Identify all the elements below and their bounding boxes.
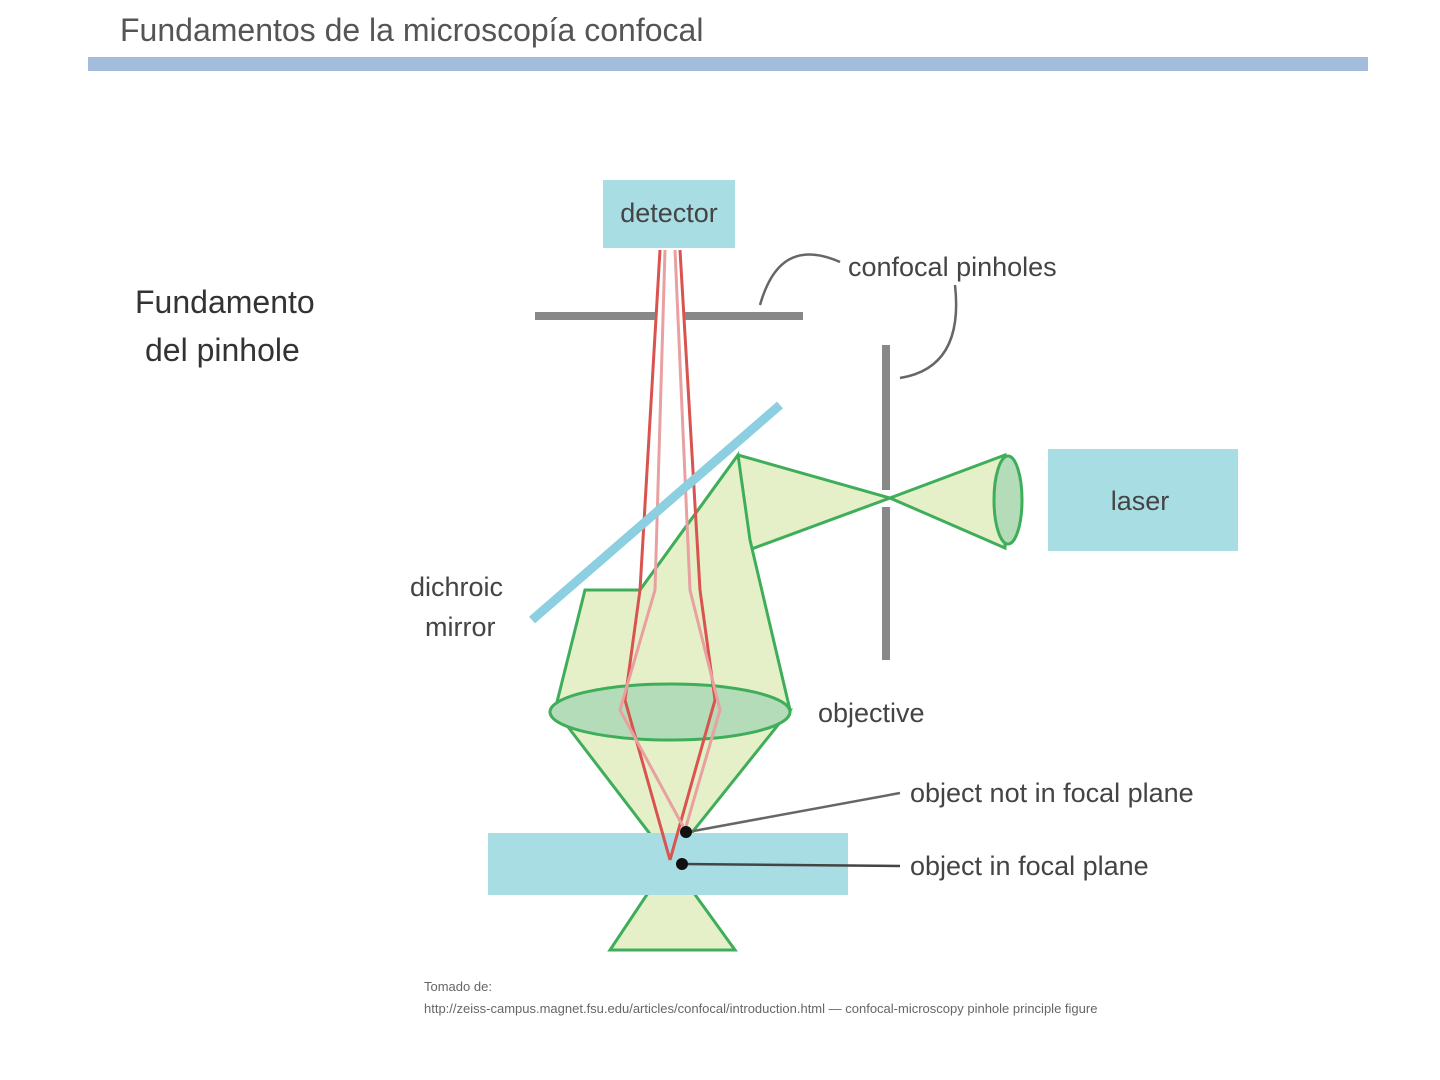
source-label: Tomado de: [424, 979, 492, 994]
pinhole-pointer-2 [899, 284, 958, 380]
side-caption-line1: Fundamento [135, 284, 315, 320]
title-underline-bar [88, 57, 1368, 71]
objective-label: objective [818, 698, 925, 728]
objective-lens [548, 682, 792, 742]
source-citation: Tomado de: http://zeiss-campus.magnet.fs… [424, 976, 1244, 1020]
detector-box [603, 180, 735, 248]
emission-rays [618, 249, 722, 861]
pointer-not-focal [687, 791, 901, 834]
laser-label: laser [1111, 486, 1170, 516]
dichroic-mirror [529, 401, 783, 624]
laser-beam [885, 452, 1007, 551]
confocal-pinholes-label: confocal pinholes [848, 252, 1057, 282]
object-in-focal-plane [676, 858, 688, 870]
slide-title: Fundamentos de la microscopía confocal [120, 12, 704, 48]
side-caption: Fundamento del pinhole [135, 278, 315, 374]
detector-label: detector [620, 198, 718, 228]
object-not-in-focal-plane [680, 826, 692, 838]
laser-box [1048, 449, 1238, 551]
object-not-focal-label: object not in focal plane [910, 778, 1194, 808]
laser-lens [992, 454, 1024, 546]
source-link[interactable]: http://zeiss-campus.magnet.fsu.edu/artic… [424, 1001, 1098, 1016]
dichroic-label-1: dichroic [410, 572, 503, 602]
pointer-focal [681, 862, 901, 868]
object-focal-label: object in focal plane [910, 851, 1149, 881]
side-caption-line2: del pinhole [145, 332, 300, 368]
beam-below-focus [607, 857, 738, 952]
dichroic-label-2: mirror [425, 612, 495, 642]
pinhole-pointer-1 [758, 253, 841, 306]
